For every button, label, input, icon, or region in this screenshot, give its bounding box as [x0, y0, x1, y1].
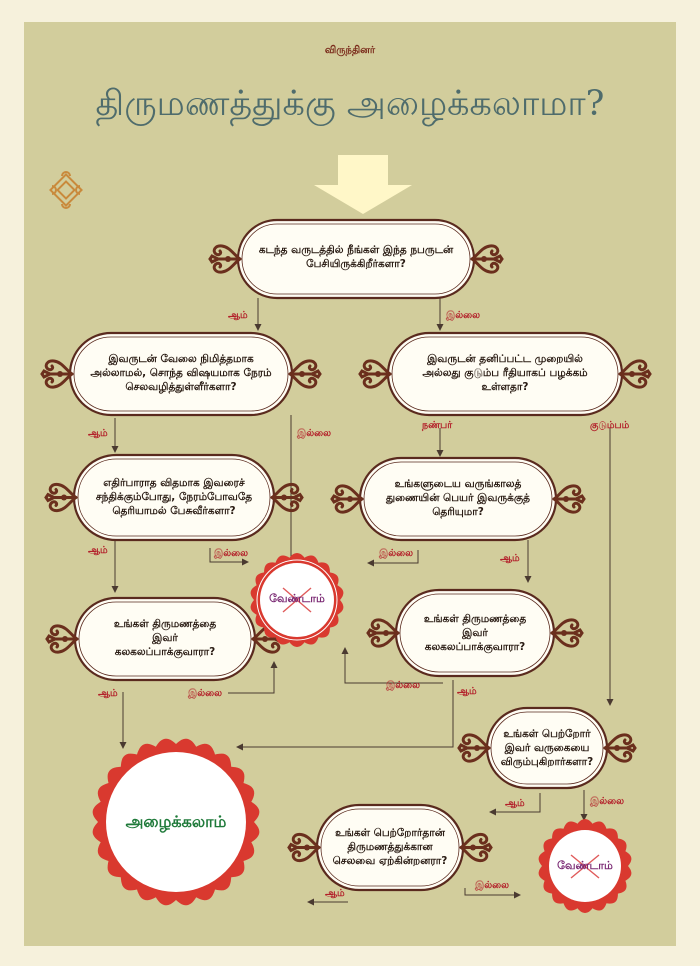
question-9-text: உங்கள் பெற்றோர்தான் திருமணத்துக்கான செலவ…: [332, 827, 448, 867]
question-8-text: உங்கள் பெற்றோர் இவர் வருகையை விரும்புகிற…: [500, 728, 594, 768]
scroll-ornament-icon: [40, 359, 74, 389]
branch-label-friend: நண்பர்: [422, 420, 453, 431]
outcome-invite-text: அழைக்கலாம்: [125, 812, 227, 831]
branch-label-no: இல்லை: [590, 796, 625, 807]
scroll-ornament-icon: [618, 359, 652, 389]
scroll-ornament-icon: [45, 624, 79, 654]
scroll-ornament-icon: [366, 618, 400, 648]
question-4-text: எதிர்பாராத விதமாக இவரைச் சந்திக்கும்போது…: [95, 477, 253, 517]
branch-label-family: குடும்பம்: [590, 420, 630, 431]
kicker-label: விருந்தினர்: [324, 45, 376, 56]
scroll-ornament-icon: [603, 733, 637, 763]
outcome-seal-invite: [92, 738, 260, 906]
branch-label-no: இல்லை: [446, 310, 481, 321]
page-title: திருமணத்துக்கு அழைக்கலாமா?: [95, 84, 605, 124]
scroll-ornament-icon: [552, 484, 586, 514]
branch-label-yes: ஆம்: [457, 686, 477, 697]
scroll-ornament-icon: [330, 484, 364, 514]
scroll-ornament-icon: [44, 482, 78, 513]
branch-label-yes: ஆம்: [500, 553, 520, 564]
branch-label-yes: ஆம்: [88, 428, 108, 439]
branch-label-yes: ஆம்: [88, 545, 108, 556]
branch-label-no: இல்லை: [214, 548, 249, 559]
scroll-ornament-icon: [457, 733, 491, 763]
branch-label-yes: ஆம்: [98, 688, 118, 699]
branch-label-yes: ஆம்: [228, 310, 248, 321]
outcome-seal-dont-1: [250, 553, 344, 647]
scroll-ornament-icon: [208, 244, 242, 274]
question-6-text: உங்கள் திருமணத்தை இவர் கலகலப்பாக்குவாரா?: [113, 618, 217, 658]
branch-label-no: இல்லை: [386, 680, 421, 691]
outcome-dont-text-1: வேண்டாம்: [269, 592, 325, 605]
endless-knot-icon: [49, 171, 83, 209]
branch-label-no: இல்லை: [297, 428, 332, 439]
scroll-ornament-icon: [358, 359, 392, 389]
scroll-ornament-icon: [287, 832, 321, 863]
branch-label-no: இல்லை: [188, 688, 223, 699]
scroll-ornament-icon: [470, 244, 504, 274]
scroll-ornament-icon: [459, 832, 493, 863]
question-5-text: உங்களுடைய வருங்காலத் துணையின் பெயர் இவரு…: [386, 478, 530, 518]
question-2-text: இவருடன் வேலை நிமித்தமாக அல்லாமல், சொந்த …: [90, 353, 272, 393]
scroll-ornament-icon: [288, 359, 322, 389]
scroll-ornament-icon: [550, 618, 584, 648]
outcome-dont-text-2: வேண்டாம்: [557, 859, 613, 872]
question-1-text: கடந்த வருடத்தில் நீங்கள் இந்த நபருடன் பே…: [258, 244, 454, 270]
question-3-text: இவருடன் தனிப்பட்ட முறையில் அல்லது குடும்…: [422, 353, 588, 393]
connector-lines: [111, 298, 614, 906]
branch-label-yes: ஆம்: [325, 888, 345, 899]
cross-out-icon: [570, 854, 600, 879]
down-arrow-icon: [314, 155, 412, 214]
branch-label-no: இல்லை: [379, 548, 414, 559]
cross-out-icon: [282, 587, 312, 613]
scroll-ornament-icon: [270, 482, 304, 513]
outcome-seal-dont-2: [538, 819, 632, 913]
branch-label-no: இல்லை: [475, 880, 510, 891]
branch-label-yes: ஆம்: [505, 798, 525, 809]
question-7-text: உங்கள் திருமணத்தை இவர் கலகலப்பாக்குவாரா?: [423, 613, 527, 653]
